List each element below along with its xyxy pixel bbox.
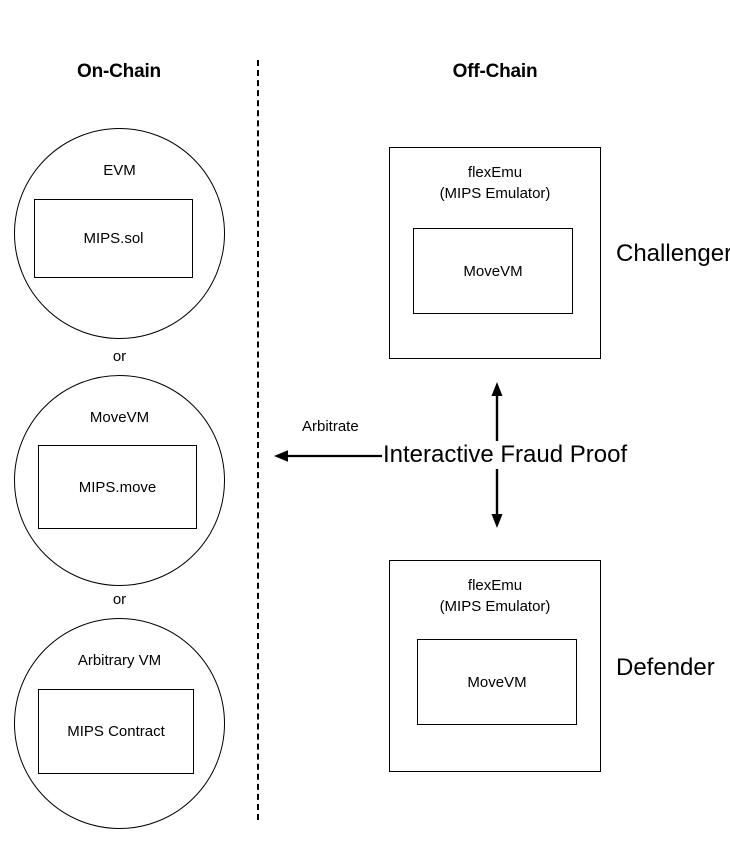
on-chain-vm-circle-arbitrary: Arbitrary VM MIPS Contract (14, 618, 225, 829)
vm-label-movevm: MoveVM (89, 409, 150, 426)
role-label-defender: Defender (616, 654, 715, 681)
emulator-name-defender: flexEmu (467, 577, 523, 594)
contract-box-mips-contract: MIPS Contract (38, 689, 194, 774)
contract-box-mips-sol: MIPS.sol (34, 199, 193, 278)
role-label-challenger: Challenger (616, 240, 730, 267)
emulator-subtitle-challenger: (MIPS Emulator) (439, 185, 551, 202)
arbitrate-label: Arbitrate (302, 418, 359, 435)
or-separator-2: or (112, 591, 127, 608)
off-chain-emulator-defender: flexEmu (MIPS Emulator) MoveVM (389, 560, 601, 772)
vm-label-evm: EVM (103, 162, 136, 179)
column-header-on-chain: On-Chain (77, 61, 161, 82)
dashed-divider-line (257, 60, 259, 820)
off-chain-emulator-challenger: flexEmu (MIPS Emulator) MoveVM (389, 147, 601, 359)
on-chain-vm-circle-movevm: MoveVM MIPS.move (14, 375, 225, 586)
emulator-title-challenger: flexEmu (MIPS Emulator) (390, 162, 600, 204)
contract-box-mips-move: MIPS.move (38, 445, 197, 529)
or-separator-1: or (112, 348, 127, 365)
vm-label-arbitrary: Arbitrary VM (77, 652, 162, 669)
inner-vm-box-defender: MoveVM (417, 639, 577, 725)
arrow-left-arbitrate-icon (274, 450, 384, 462)
on-chain-vm-circle-evm: EVM MIPS.sol (14, 128, 225, 339)
inner-vm-box-challenger: MoveVM (413, 228, 573, 314)
interactive-fraud-proof-label: Interactive Fraud Proof (382, 441, 629, 469)
emulator-title-defender: flexEmu (MIPS Emulator) (390, 575, 600, 617)
column-header-off-chain: Off-Chain (452, 61, 538, 82)
emulator-subtitle-defender: (MIPS Emulator) (439, 598, 551, 615)
emulator-name-challenger: flexEmu (467, 164, 523, 181)
